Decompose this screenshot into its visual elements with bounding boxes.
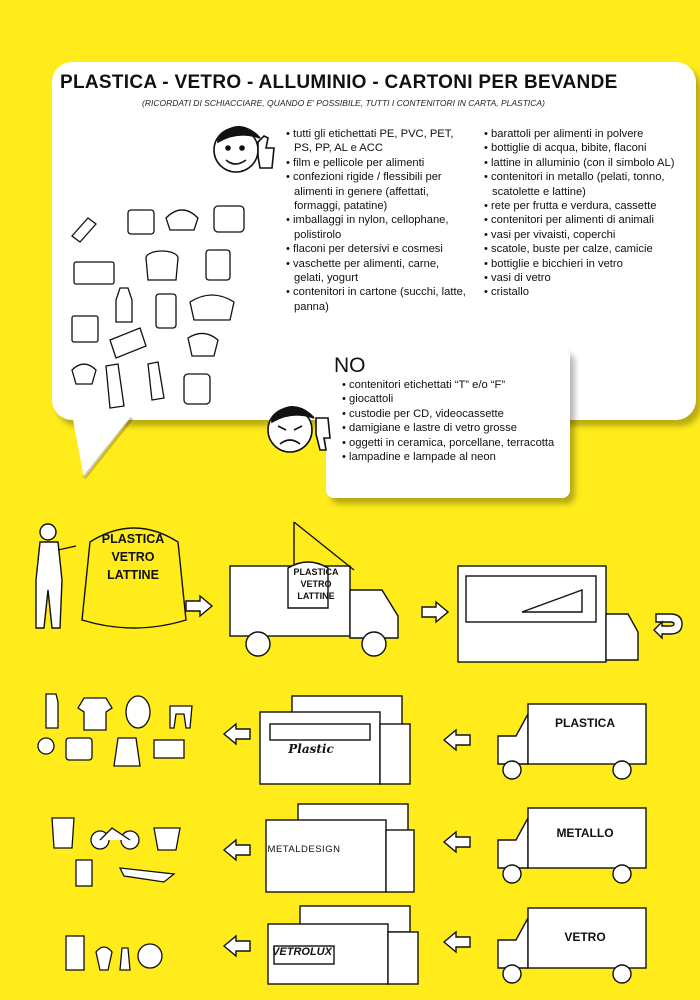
list-item: cristallo [484,285,694,299]
page-subtitle: (RICORDATI DI SCHIACCIARE, QUANDO E' POS… [142,98,545,108]
yes-list-left: tutti gli etichettati PE, PVC, PET, PS, … [286,127,470,314]
truck-metal-illustration [497,807,647,884]
yes-list-right: barattoli per alimenti in polvere bottig… [484,127,694,300]
list-item: rete per frutta e verdura, cassette [484,199,694,213]
list-item: giocattoli [342,392,570,406]
metal-factory-illustration [265,803,415,893]
sorting-plant-illustration [457,565,639,663]
truck-plastic-illustration [497,703,647,780]
plastic-factory-illustration [259,695,411,785]
arrow-left-icon [442,830,471,854]
page-title: PLASTICA - VETRO - ALLUMINIO - CARTONI P… [60,72,618,93]
glass-factory-illustration [267,905,419,985]
arrow-left-icon [442,930,471,954]
list-item: oggetti in ceramica, porcellane, terraco… [342,436,570,450]
crane-truck-illustration [229,521,399,657]
plastic-products-illustration [37,693,193,767]
truck-label-vetro: VETRO [564,930,606,944]
arrow-left-icon [222,722,251,746]
arrow-right-icon [185,594,214,618]
arrow-left-icon [222,934,251,958]
list-item: confezioni rigide / flessibili per alime… [286,170,470,213]
list-item: film e pellicole per alimenti [286,156,470,170]
list-item: vasi di vetro [484,271,694,285]
list-item: lampadine e lampade al neon [342,450,570,464]
list-item: bottiglie e bicchieri in vetro [484,257,694,271]
arrow-curve-icon [653,613,683,640]
no-list: contenitori etichettati “T” e/o “F” gioc… [342,378,570,464]
list-item: bottiglie di acqua, bibite, flaconi [484,141,694,155]
list-item: lattine in alluminio (con il simbolo AL) [484,156,694,170]
list-item: vaschette per alimenti, carne, gelati, y… [286,257,470,286]
packaging-items-illustration [71,205,245,409]
metal-products-illustration [51,817,181,887]
person-at-bin-illustration [35,523,187,629]
list-item: flaconi per detersivi e cosmesi [286,242,470,256]
list-item: custodie per CD, videocassette [342,407,570,421]
arrow-left-icon [442,728,471,752]
truck-label-plastica: PLASTICA [555,716,615,730]
arrow-right-icon [421,600,450,624]
truck-label-metallo: METALLO [556,826,614,840]
no-title: NO [334,354,366,377]
list-item: contenitori in metallo (pelati, tonno, s… [484,170,694,199]
list-item: vasi per vivaisti, coperchi [484,228,694,242]
list-item: tutti gli etichettati PE, PVC, PET, PS, … [286,127,470,156]
factory-sign-metal: METALDESIGN [267,844,341,855]
factory-sign-glass: VETROLUX [272,946,332,958]
list-item: damigiane e lastre di vetro grosse [342,421,570,435]
list-item: barattoli per alimenti in polvere [484,127,694,141]
factory-sign-plastic: Plastic [288,742,334,756]
glass-products-illustration [65,935,163,971]
truck-glass-illustration [497,907,647,984]
happy-face-thumbs-icon [213,126,275,173]
list-item: contenitori in cartone (succhi, latte, p… [286,285,470,314]
list-item: contenitori per alimenti di animali [484,213,694,227]
arrow-left-icon [222,838,251,862]
list-item: contenitori etichettati “T” e/o “F” [342,378,570,392]
angry-face-thumbs-down-icon [267,406,331,453]
list-item: scatole, buste per calze, camicie [484,242,694,256]
list-item: imballaggi in nylon, cellophane, polisti… [286,213,470,242]
